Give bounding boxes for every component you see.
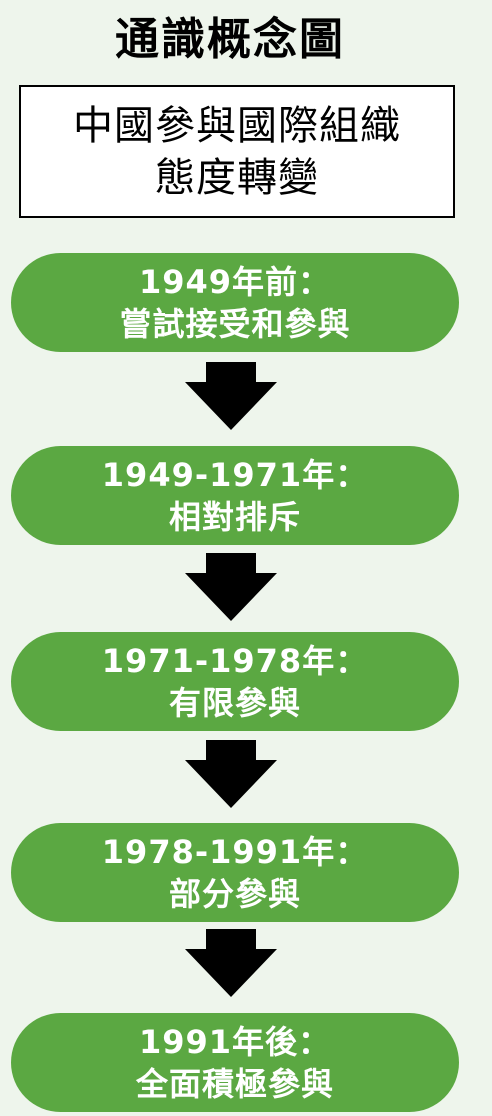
down-arrow-icon	[185, 929, 277, 997]
stage-period-2: 1949-1971年：	[101, 455, 369, 494]
stage-period-5: 1991年後：	[138, 1022, 332, 1061]
down-arrow-icon	[185, 362, 277, 430]
down-arrow-icon	[185, 740, 277, 808]
topic-line-1: 中國參與國際組織	[73, 102, 401, 149]
concept-map-title: 通識概念圖	[115, 14, 345, 65]
stage-description-4: 部分參與	[168, 874, 301, 913]
stage-period-4: 1978-1991年：	[101, 832, 369, 871]
stage-box-4: 1978-1991年： 部分參與	[11, 823, 459, 922]
stage-description-3: 有限參與	[168, 683, 301, 722]
stage-description-5: 全面積極參與	[135, 1064, 334, 1103]
topic-line-2: 態度轉變	[155, 154, 319, 201]
stage-box-3: 1971-1978年： 有限參與	[11, 632, 459, 731]
topic-box: 中國參與國際組織 態度轉變	[19, 85, 455, 218]
stage-period-3: 1971-1978年：	[101, 641, 369, 680]
stage-box-5: 1991年後： 全面積極參與	[11, 1013, 459, 1112]
stage-box-1: 1949年前： 嘗試接受和參與	[11, 253, 459, 352]
down-arrow-icon	[185, 553, 277, 621]
stage-period-1: 1949年前：	[138, 262, 332, 301]
stage-description-1: 嘗試接受和參與	[119, 304, 351, 343]
stage-box-2: 1949-1971年： 相對排斥	[11, 446, 459, 545]
stage-description-2: 相對排斥	[168, 497, 301, 536]
